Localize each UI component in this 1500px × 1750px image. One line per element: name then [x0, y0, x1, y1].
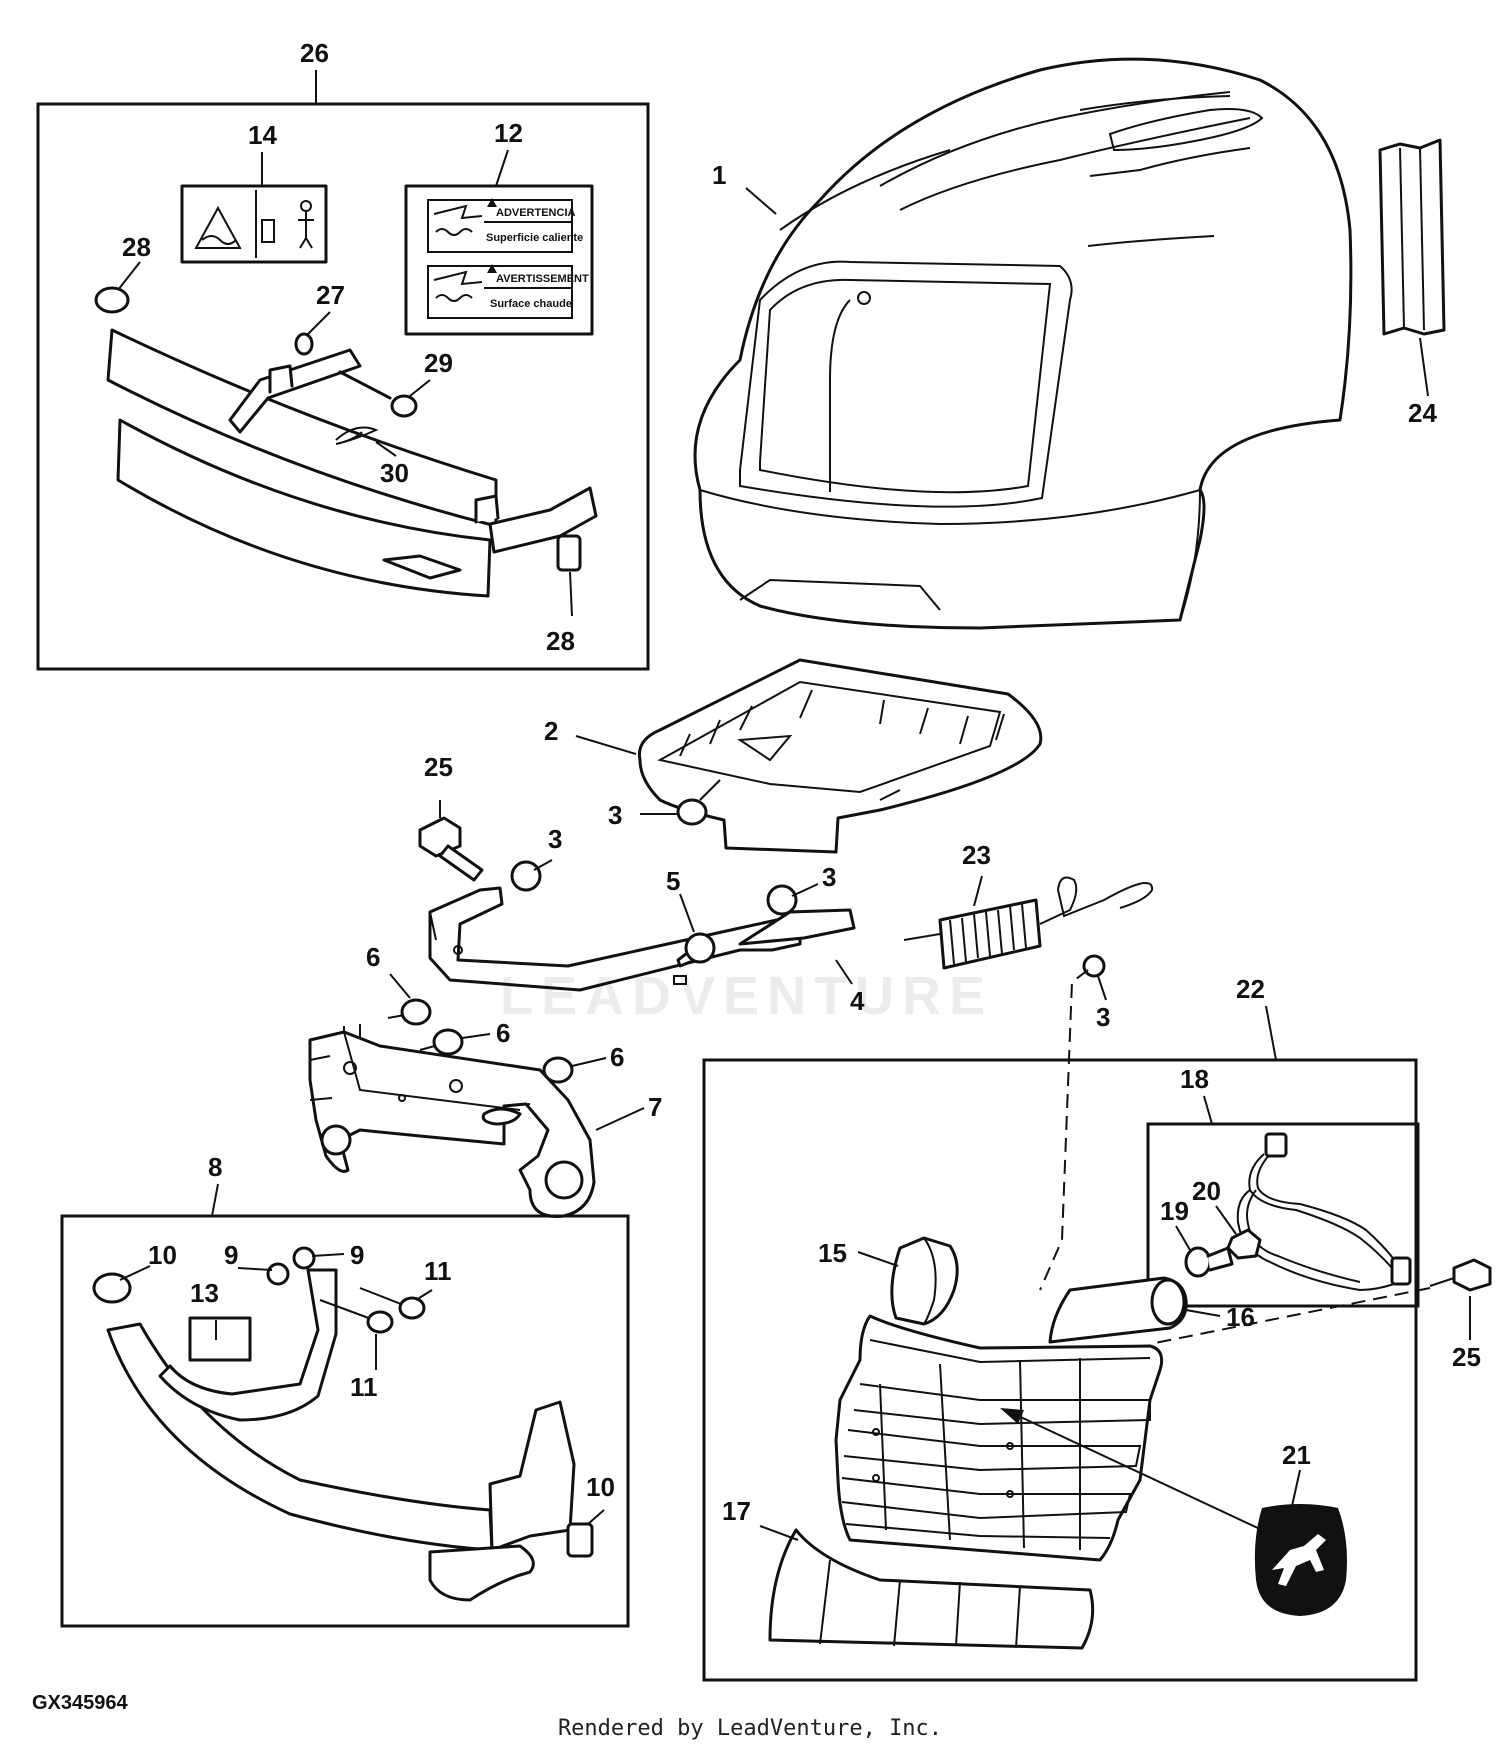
hood-seal-24	[1378, 138, 1446, 336]
nut-3-panel	[676, 798, 708, 826]
pin-30	[335, 426, 379, 445]
bolt-29	[338, 370, 418, 418]
callout-22: 22	[1236, 974, 1265, 1004]
callout-25-top: 25	[424, 752, 453, 782]
callout-10-bottom: 10	[586, 1472, 615, 1502]
callout-10-top: 10	[148, 1240, 177, 1270]
bolt-25-right	[1429, 1258, 1492, 1292]
diagram-id: GX345964	[32, 1692, 128, 1714]
callout-9-b: 9	[350, 1240, 364, 1270]
callout-17: 17	[722, 1496, 751, 1526]
wiring-harness-18	[1236, 1132, 1412, 1292]
render-credit: Rendered by LeadVenture, Inc.	[557, 1716, 943, 1741]
lower-grille-trim-17	[768, 1528, 1095, 1650]
callout-6-a: 6	[366, 942, 380, 972]
nut-9-right	[292, 1246, 316, 1270]
callout-3-a: 3	[548, 824, 562, 854]
callout-28-top: 28	[122, 232, 151, 262]
callout-16: 16	[1226, 1302, 1255, 1332]
callout-11-a: 11	[424, 1256, 452, 1286]
callout-1: 1	[712, 160, 726, 190]
callout-3-d: 3	[1096, 1002, 1110, 1032]
callout-6-c: 6	[610, 1042, 624, 1072]
callout-20: 20	[1192, 1176, 1221, 1206]
callout-21: 21	[1282, 1440, 1311, 1470]
callout-11-b: 11	[350, 1372, 378, 1402]
callout-25-bottom: 25	[1452, 1342, 1481, 1372]
front-grille	[834, 1314, 1164, 1562]
callout-19: 19	[1160, 1196, 1189, 1226]
washer-27	[294, 332, 314, 356]
decal-fr-text: Surface chaude	[490, 298, 572, 310]
bolt-6-upper	[387, 998, 432, 1026]
callout-28-bottom: 28	[546, 626, 575, 656]
callout-27: 27	[316, 280, 345, 310]
bolt-6-middle	[419, 1028, 464, 1056]
nut-3-spring	[1082, 954, 1106, 978]
callout-6-b: 6	[496, 1018, 510, 1048]
headlight-lens-16	[1048, 1276, 1188, 1344]
callout-3-b: 3	[608, 800, 622, 830]
callout-30: 30	[380, 458, 409, 488]
callout-23: 23	[962, 840, 991, 870]
callout-5: 5	[666, 866, 680, 896]
callout-15: 15	[818, 1238, 847, 1268]
hot-surface-warning-decal-12: ADVERTENCIA Superficie caliente AVERTISS…	[404, 184, 594, 336]
nut-9-left	[266, 1262, 290, 1286]
callout-26: 26	[300, 38, 329, 68]
kit-box-22	[702, 1058, 1418, 1682]
deere-logo-badge-21	[1254, 1504, 1347, 1616]
nut-3-bracket-right	[766, 884, 798, 916]
grille-mounting-bracket-7	[308, 1024, 596, 1218]
callout-2: 2	[544, 716, 558, 746]
hood-support-panel-2	[637, 658, 1043, 854]
callout-18: 18	[1180, 1064, 1209, 1094]
decal-fr-title: AVERTISSEMENT	[496, 273, 589, 285]
callout-24: 24	[1408, 398, 1437, 428]
tension-spring-23	[903, 876, 1154, 970]
bolt-5	[676, 932, 716, 968]
bolt-11-right	[359, 1287, 426, 1320]
callout-4: 4	[850, 986, 865, 1016]
kit-box-26	[36, 102, 650, 671]
callout-7: 7	[648, 1092, 662, 1122]
callout-8: 8	[208, 1152, 222, 1182]
front-bracket-4	[428, 886, 856, 992]
wiring-harness-box-18	[1146, 1122, 1420, 1308]
front-bumper-26	[94, 286, 598, 598]
decal-es-title: ADVERTENCIA	[496, 207, 576, 219]
headlight-lens-15	[890, 1236, 959, 1326]
callout-13: 13	[190, 1278, 219, 1308]
nut-3-bracket-left	[510, 860, 542, 892]
callout-9-a: 9	[224, 1240, 238, 1270]
socket-20	[1226, 1228, 1262, 1260]
hood-1	[693, 57, 1353, 630]
front-bumper-8	[92, 1268, 594, 1602]
callout-12: 12	[494, 118, 523, 148]
watermark: LEADVENTURE	[500, 966, 994, 1026]
callout-14: 14	[248, 120, 277, 150]
safety-decal-14	[180, 184, 328, 264]
callout-3-c: 3	[822, 862, 836, 892]
callout-29: 29	[424, 348, 453, 378]
bolt-25	[418, 816, 484, 882]
bulb-19	[1184, 1246, 1234, 1278]
bolt-11-left	[319, 1299, 394, 1334]
decal-es-text: Superficie caliente	[486, 232, 583, 244]
kit-box-8	[60, 1214, 630, 1628]
